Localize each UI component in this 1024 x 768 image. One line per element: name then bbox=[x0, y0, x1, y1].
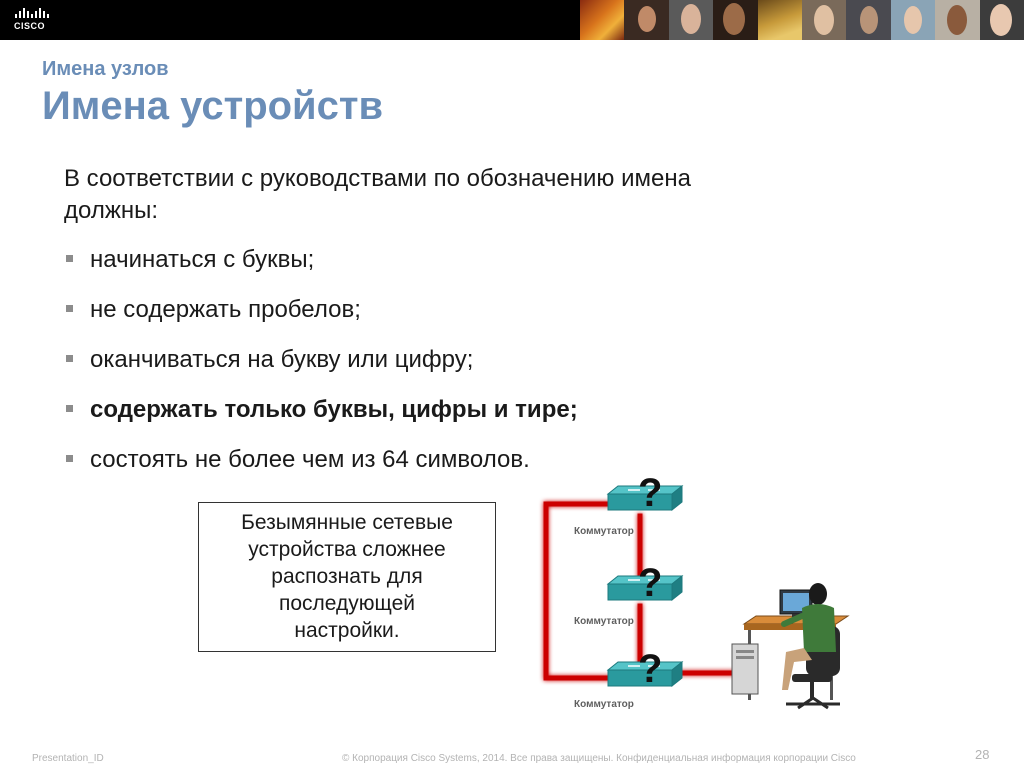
callout-box: Безымянные сетевые устройства сложнее ра… bbox=[198, 502, 496, 652]
bullet-square-icon bbox=[66, 355, 73, 362]
question-mark-2: ? bbox=[638, 561, 662, 605]
switch-1-label: Коммутатор bbox=[574, 526, 634, 537]
list-item: оканчиваться на букву или цифру; bbox=[64, 342, 864, 392]
network-diagram: ? ? ? bbox=[536, 471, 876, 726]
photo-person-7 bbox=[935, 0, 980, 40]
photo-person-5 bbox=[846, 0, 891, 40]
bullet-square-icon bbox=[66, 255, 73, 262]
bullet-square-icon bbox=[66, 455, 73, 462]
photo-person-1 bbox=[624, 0, 669, 40]
callout-line-1: Безымянные сетевые bbox=[241, 511, 453, 534]
person-legs bbox=[782, 648, 812, 690]
list-item-text: начинаться с буквы; bbox=[90, 246, 315, 273]
intro-text: В соответствии с руководствами по обозна… bbox=[64, 163, 864, 227]
page-number: 28 bbox=[975, 747, 990, 762]
photo-texture-orange bbox=[580, 0, 625, 40]
list-item: не содержать пробелов; bbox=[64, 292, 864, 342]
list-item-text: не содержать пробелов; bbox=[90, 296, 361, 323]
naming-rules-list: начинаться с буквы; не содержать пробело… bbox=[64, 242, 864, 492]
network-diagram-graphic: ? ? ? bbox=[543, 471, 850, 710]
question-mark-1: ? bbox=[638, 476, 662, 515]
cisco-bars-icon bbox=[15, 8, 49, 18]
copyright-notice: © Корпорация Cisco Systems, 2014. Все пр… bbox=[342, 753, 856, 764]
bullet-square-icon bbox=[66, 405, 73, 412]
switch-2-icon bbox=[606, 574, 684, 602]
list-item-text: состоять не более чем из 64 символов. bbox=[90, 446, 530, 473]
photo-person-2 bbox=[668, 0, 714, 40]
switch-3-icon bbox=[606, 660, 684, 688]
photo-person-3 bbox=[713, 0, 758, 40]
presentation-id: Presentation_ID bbox=[32, 753, 104, 764]
intro-line-2: должны: bbox=[64, 197, 159, 224]
intro-line-1: В соответствии с руководствами по обозна… bbox=[64, 165, 691, 192]
list-item: начинаться с буквы; bbox=[64, 242, 864, 292]
switch-3-label: Коммутатор bbox=[574, 699, 634, 710]
list-item-text: оканчиваться на букву или цифру; bbox=[90, 346, 474, 373]
photo-strip bbox=[580, 0, 1024, 40]
list-item: содержать только буквы, цифры и тире; bbox=[64, 392, 864, 442]
person-head bbox=[809, 583, 827, 605]
person-torso bbox=[802, 604, 836, 652]
top-banner: CISCO bbox=[0, 0, 1024, 40]
callout-line-2: устройства сложнее bbox=[248, 538, 446, 561]
question-mark-3: ? bbox=[638, 647, 662, 691]
photo-person-8 bbox=[979, 0, 1024, 40]
section-subtitle: Имена узлов bbox=[42, 58, 169, 80]
photo-person-4 bbox=[802, 0, 847, 40]
photo-person-6 bbox=[890, 0, 936, 40]
list-item-text: содержать только буквы, цифры и тире; bbox=[90, 396, 578, 423]
switch-2-label: Коммутатор bbox=[574, 616, 634, 627]
page-title: Имена устройств bbox=[42, 84, 384, 128]
callout-line-3: распознать для bbox=[271, 565, 423, 588]
workstation-icon bbox=[731, 583, 850, 710]
list-item: состоять не более чем из 64 символов. bbox=[64, 442, 864, 492]
link-left-loop bbox=[543, 501, 619, 681]
cisco-logo-text: CISCO bbox=[14, 21, 46, 31]
callout-line-4: последующей bbox=[279, 592, 415, 615]
bullet-square-icon bbox=[66, 305, 73, 312]
callout-line-5: настройки. bbox=[294, 619, 400, 642]
photo-texture-gold bbox=[757, 0, 803, 40]
cisco-logo: CISCO bbox=[0, 0, 70, 40]
switch-1-icon bbox=[606, 484, 684, 512]
